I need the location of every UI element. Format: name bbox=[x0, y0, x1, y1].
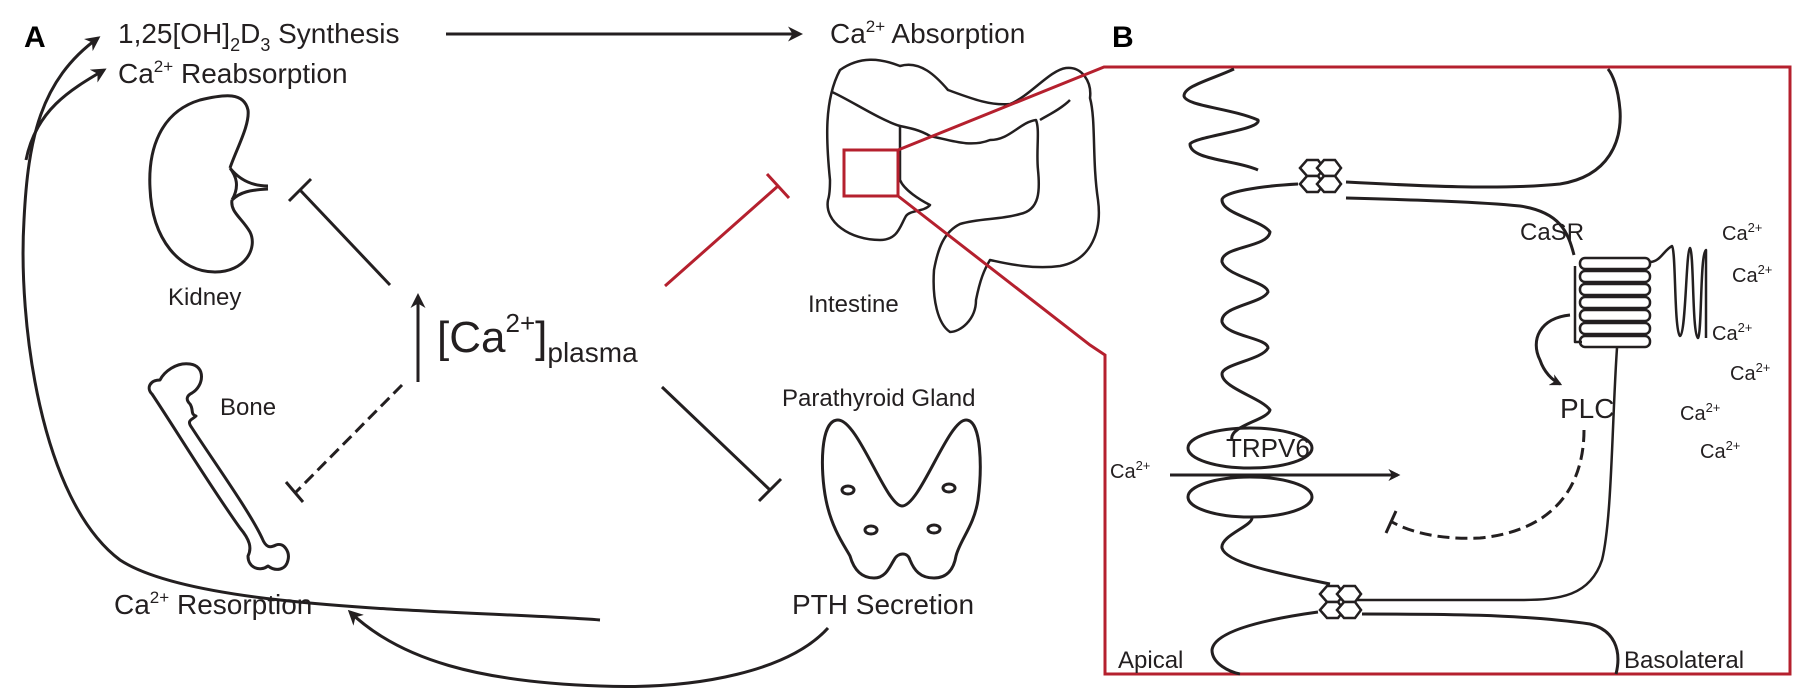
middle-cell-apical-membrane bbox=[1220, 182, 1299, 441]
upper-cell-basolateral-membrane bbox=[1345, 68, 1622, 189]
casr-activates-plc-arrow bbox=[1534, 313, 1571, 386]
bone-label: Bone bbox=[220, 394, 276, 421]
tight-junction-icon bbox=[1298, 158, 1343, 194]
basolateral-label: Basolateral bbox=[1624, 647, 1744, 674]
parathyroid-gland-icon bbox=[820, 418, 982, 580]
zoom-frame bbox=[897, 65, 1792, 676]
trpv6-label: TRPV6 bbox=[1226, 433, 1310, 463]
trpv6-inhibit-bar bbox=[1384, 510, 1398, 534]
middle-cell-top-membrane bbox=[1345, 196, 1576, 256]
intestine-zoom-box bbox=[842, 148, 900, 198]
middle-cell-basolateral-membrane bbox=[1346, 347, 1619, 602]
plasma-inhibits-parathyroid-line bbox=[660, 385, 772, 492]
casr-label: CaSR bbox=[1520, 219, 1584, 246]
vitamin-d-synthesis-label: 1,25[OH]2D3 Synthesis bbox=[118, 18, 400, 55]
kidney-label: Kidney bbox=[168, 284, 241, 311]
tight-junction-bottom-icon bbox=[1318, 584, 1363, 620]
calcium-influx-label: Ca2+ bbox=[1110, 458, 1150, 483]
bottom-cell-basolateral-membrane bbox=[1361, 612, 1620, 675]
bone-inhibit-bar bbox=[284, 481, 305, 503]
resorption-label: Ca2+ Resorption bbox=[114, 588, 312, 620]
intestine-icon bbox=[825, 58, 1101, 334]
pth-to-resorption-arrow bbox=[347, 609, 830, 688]
plasma-inhibits-bone-line bbox=[294, 383, 404, 494]
pth-to-synthesis-arrow bbox=[21, 36, 601, 622]
pth-secretion-label: PTH Secretion bbox=[792, 589, 974, 620]
lower-apical-membrane bbox=[1220, 517, 1331, 586]
pth-to-reabsorption-arrow bbox=[24, 68, 107, 161]
extracellular-calcium-ion: Ca2+ bbox=[1730, 360, 1770, 385]
casr-receptor-icon bbox=[1573, 244, 1708, 349]
apical-label: Apical bbox=[1118, 647, 1183, 674]
extracellular-calcium-ion: Ca2+ bbox=[1712, 320, 1752, 345]
parathyroid-inhibit-bar bbox=[757, 477, 783, 503]
absorption-label: Ca2+ Absorption bbox=[830, 17, 1025, 49]
bottom-cell-apical-membrane bbox=[1210, 610, 1319, 676]
bone-icon bbox=[147, 362, 290, 571]
extracellular-calcium-ion: Ca2+ bbox=[1732, 262, 1772, 287]
plasma-inhibits-kidney-line bbox=[298, 188, 392, 287]
kidney-inhibit-bar bbox=[287, 177, 313, 203]
intestine-inhibit-bar bbox=[765, 172, 791, 200]
extracellular-calcium-ion: Ca2+ bbox=[1700, 438, 1740, 463]
reabsorption-label: Ca2+ Reabsorption bbox=[118, 57, 348, 89]
plasma-calcium-label: [Ca2+]plasma bbox=[437, 308, 638, 368]
trpv6-channel-icon bbox=[1186, 426, 1314, 519]
plasma-inhibits-intestine-line bbox=[664, 184, 779, 288]
extracellular-calcium-ion: Ca2+ bbox=[1722, 220, 1762, 245]
kidney-icon bbox=[148, 94, 269, 274]
panel-b-label: B bbox=[1112, 21, 1134, 54]
upper-cell-apical-membrane bbox=[1182, 67, 1260, 172]
intestine-label: Intestine bbox=[808, 291, 899, 318]
extracellular-calcium-ion: Ca2+ bbox=[1680, 400, 1720, 425]
plc-inhibits-trpv6-line bbox=[1391, 429, 1586, 540]
panel-a-label: A bbox=[24, 21, 46, 54]
plc-label: PLC bbox=[1560, 393, 1614, 424]
parathyroid-label: Parathyroid Gland bbox=[782, 385, 975, 412]
